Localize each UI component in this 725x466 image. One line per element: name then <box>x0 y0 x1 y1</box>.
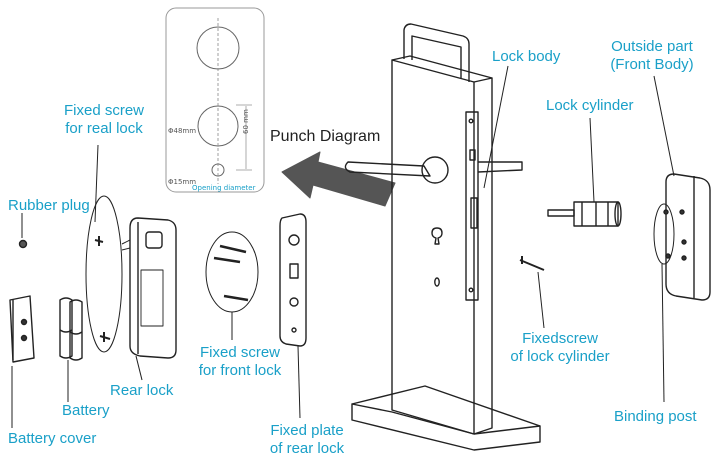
label-fixed-screw-rear-line1: Fixed screw <box>63 102 145 119</box>
opening-diameter-caption: Opening diameter <box>192 184 256 192</box>
label-lock-cylinder: Lock cylinder <box>546 97 634 114</box>
label-fixed-screw-rear-line2: for real lock <box>65 120 143 137</box>
label-fixedscrew-cylinder: Fixedscrew of lock cylinder <box>490 330 630 366</box>
battery-cover-part <box>9 295 35 363</box>
battery-part <box>59 297 83 361</box>
label-fixed-plate-line1: Fixed plate <box>270 422 344 439</box>
label-rear-lock: Rear lock <box>110 382 174 399</box>
rubber-plug <box>18 239 28 249</box>
label-battery: Battery <box>62 402 110 419</box>
label-fixed-screw-front-line2: for front lock <box>198 362 282 379</box>
label-fixedscrew-cylinder-line1: Fixedscrew <box>522 330 598 347</box>
label-rubber-plug: Rubber plug <box>8 197 90 214</box>
label-lock-body: Lock body <box>492 48 561 65</box>
punch-diagram-card <box>165 7 265 193</box>
label-battery-cover: Battery cover <box>8 430 97 447</box>
label-fixed-plate-line2: of rear lock <box>269 440 345 457</box>
front-body-part <box>653 173 711 301</box>
label-outside-part-line1: Outside part <box>611 38 693 55</box>
fixed-plate-part <box>279 213 307 347</box>
direction-arrow <box>281 151 396 207</box>
label-fixed-screw-rear: Fixed screw for real lock <box>44 102 164 138</box>
lock-cylinder-part <box>547 201 622 227</box>
cylinder-screw <box>519 256 545 271</box>
rear-screws <box>85 195 123 353</box>
label-fixed-screw-front-line1: Fixed screw <box>199 344 281 361</box>
label-binding-post: Binding post <box>614 408 697 425</box>
punch-diagram-title: Punch Diagram <box>270 128 381 145</box>
leader-lines <box>11 65 675 428</box>
dim-48-label: Φ48mm <box>168 127 197 135</box>
dim-15-label: Φ15mm <box>168 178 197 186</box>
front-screws <box>205 231 259 313</box>
label-fixed-screw-front: Fixed screw for front lock <box>180 344 300 380</box>
rear-lock-part <box>121 217 177 359</box>
dim-60-label: 60 mm <box>242 109 250 134</box>
label-fixed-plate: Fixed plate of rear lock <box>252 422 362 458</box>
label-fixedscrew-cylinder-line2: of lock cylinder <box>510 348 610 365</box>
door-slab <box>344 23 541 451</box>
label-outside-part-line2: (Front Body) <box>610 56 694 73</box>
label-outside-part: Outside part (Front Body) <box>596 38 708 74</box>
